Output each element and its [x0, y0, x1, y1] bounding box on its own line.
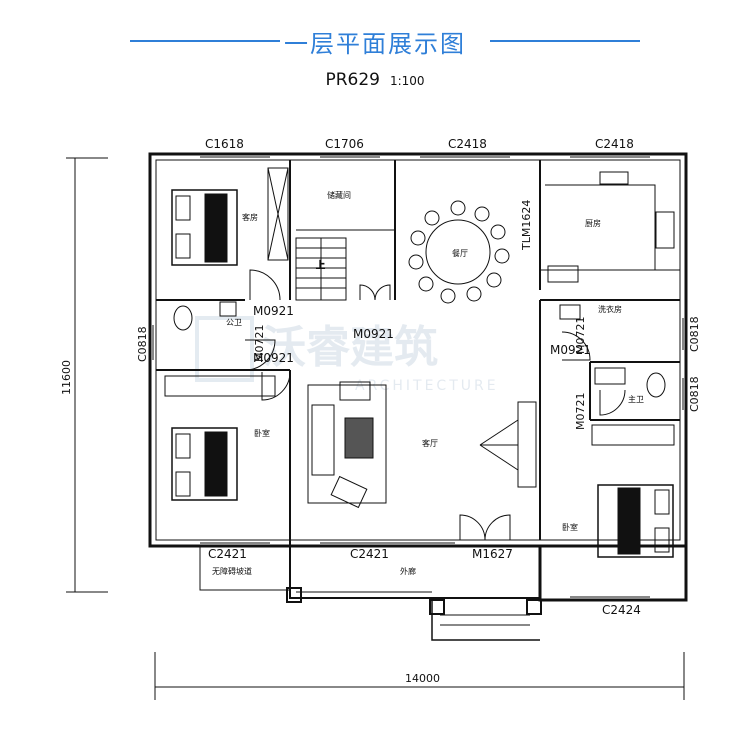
room-label-bedroom-right: 卧室 [562, 522, 578, 532]
room-label-storage: 储藏间 [327, 190, 351, 200]
bed-guest [171, 189, 238, 266]
room-label-ramp: 无障碍坡道 [212, 566, 252, 576]
window-label-c0818-left: C0818 [136, 326, 149, 362]
closets [164, 167, 675, 446]
stair-up-label: 上 [316, 260, 325, 271]
room-label-laundry: 洗衣房 [598, 304, 622, 314]
door-label-m0921-b: M0921 [353, 327, 394, 341]
window-marks [152, 156, 684, 598]
plan-code-line: PR629 1:100 [0, 70, 750, 90]
room-label-bath-public: 公卫 [226, 318, 242, 327]
door-swings [244, 269, 626, 541]
window-label-c0818-right-b: C0818 [688, 376, 701, 412]
room-label-veranda: 外廊 [400, 566, 416, 576]
window-label-c2418-a: C2418 [448, 137, 487, 151]
staircase: 上 [295, 237, 347, 301]
watermark: 沃睿建筑 ARCHITECTURE [195, 316, 499, 394]
dimension-depth: 11600 [60, 157, 108, 593]
door-label-m0921-c: M0921 [253, 351, 294, 365]
window-label-c2421-a: C2421 [208, 547, 247, 561]
bathroom-fixtures [173, 301, 666, 398]
door-label-m1627: M1627 [472, 547, 513, 561]
watermark-text: 沃睿建筑 [262, 322, 438, 373]
room-label-dining: 餐厅 [452, 249, 468, 258]
room-label-kitchen: 厨房 [585, 218, 601, 228]
bed-right [597, 484, 674, 558]
width-label: 14000 [405, 672, 440, 685]
watermark-subtext: ARCHITECTURE [355, 378, 499, 394]
living-lines [479, 401, 537, 488]
door-label-m0721-b: M0721 [574, 317, 587, 355]
page-title: 一层平面展示图 [284, 30, 466, 58]
room-label-master-bath: 主卫 [628, 394, 644, 404]
plan-code: PR629 [325, 70, 380, 90]
window-label-c0818-right-a: C0818 [688, 316, 701, 352]
door-label-m0921-a: M0921 [253, 304, 294, 318]
room-label-bedroom-left: 卧室 [254, 428, 270, 438]
living-sofa-set [307, 381, 387, 509]
door-label-m0721-c: M0721 [574, 393, 587, 431]
dimension-width: 14000 [154, 652, 685, 700]
window-label-c2421-b: C2421 [350, 547, 389, 561]
room-label-living: 客厅 [422, 438, 438, 448]
interior-walls [156, 160, 680, 546]
watermark-logo [195, 316, 254, 382]
bed-left [171, 427, 238, 501]
header-line-left [130, 40, 280, 42]
header-line-right [490, 40, 640, 42]
dining-table [408, 200, 510, 304]
window-label-c2424: C2424 [602, 603, 641, 617]
exterior-walls [148, 152, 688, 641]
door-label-m0721-a: M0721 [253, 325, 266, 363]
window-label-c2418-b: C2418 [595, 137, 634, 151]
window-label-c1706: C1706 [325, 137, 364, 151]
plan-scale: 1:100 [389, 74, 425, 88]
depth-label: 11600 [60, 360, 73, 395]
room-label-guest: 客房 [242, 212, 258, 222]
kitchen-counter [545, 171, 675, 283]
door-label-m0921-d: M0921 [550, 343, 591, 357]
window-label-c1618: C1618 [205, 137, 244, 151]
window-label-tlm1624: TLM1624 [520, 200, 533, 251]
